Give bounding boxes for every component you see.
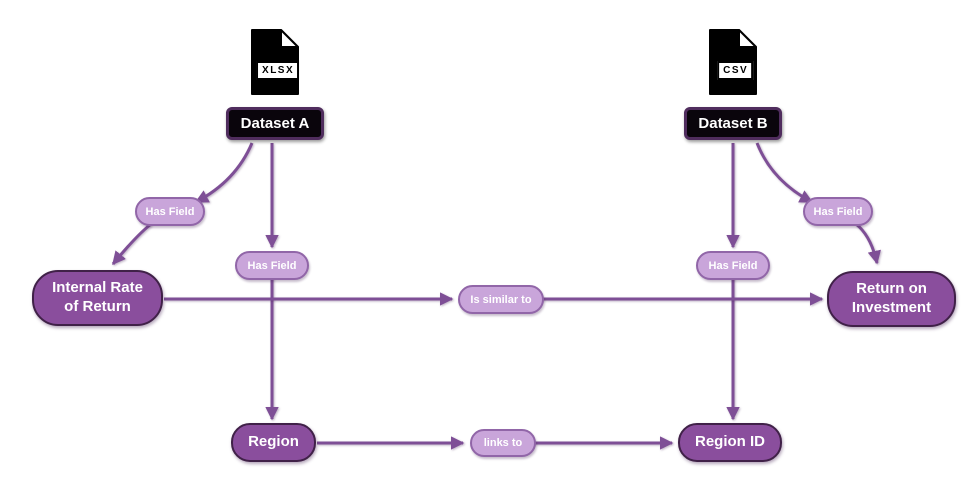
edge-label-has-field-b-roi[interactable]: Has Field [803,197,873,226]
node-region-id[interactable]: Region ID [678,423,782,462]
edge-label-has-field-b-regionid[interactable]: Has Field [696,251,770,280]
xlsx-badge: XLSX [256,61,300,80]
xlsx-file-icon: XLSX [250,28,300,96]
edge-dataseta-hasfield-in [194,142,254,204]
edge-label-links-to[interactable]: links to [470,429,536,457]
edge-label-is-similar-to[interactable]: Is similar to [458,285,544,314]
edge-label-has-field-a-region[interactable]: Has Field [235,251,309,280]
edge-label-has-field-a-irr[interactable]: Has Field [135,197,205,226]
node-region[interactable]: Region [231,423,316,462]
edge-hasfield-irr-out [111,222,152,266]
edge-hasfield-roi-out [855,222,881,265]
node-return-on-investment[interactable]: Return on Investment [827,271,956,327]
node-internal-rate-of-return[interactable]: Internal Rate of Return [32,270,163,326]
node-dataset-b[interactable]: Dataset B [684,107,782,140]
csv-badge: CSV [717,61,754,80]
csv-file-icon: CSV [708,28,758,96]
edge-datasetb-hasfield-in [755,142,814,204]
node-dataset-a[interactable]: Dataset A [226,107,324,140]
